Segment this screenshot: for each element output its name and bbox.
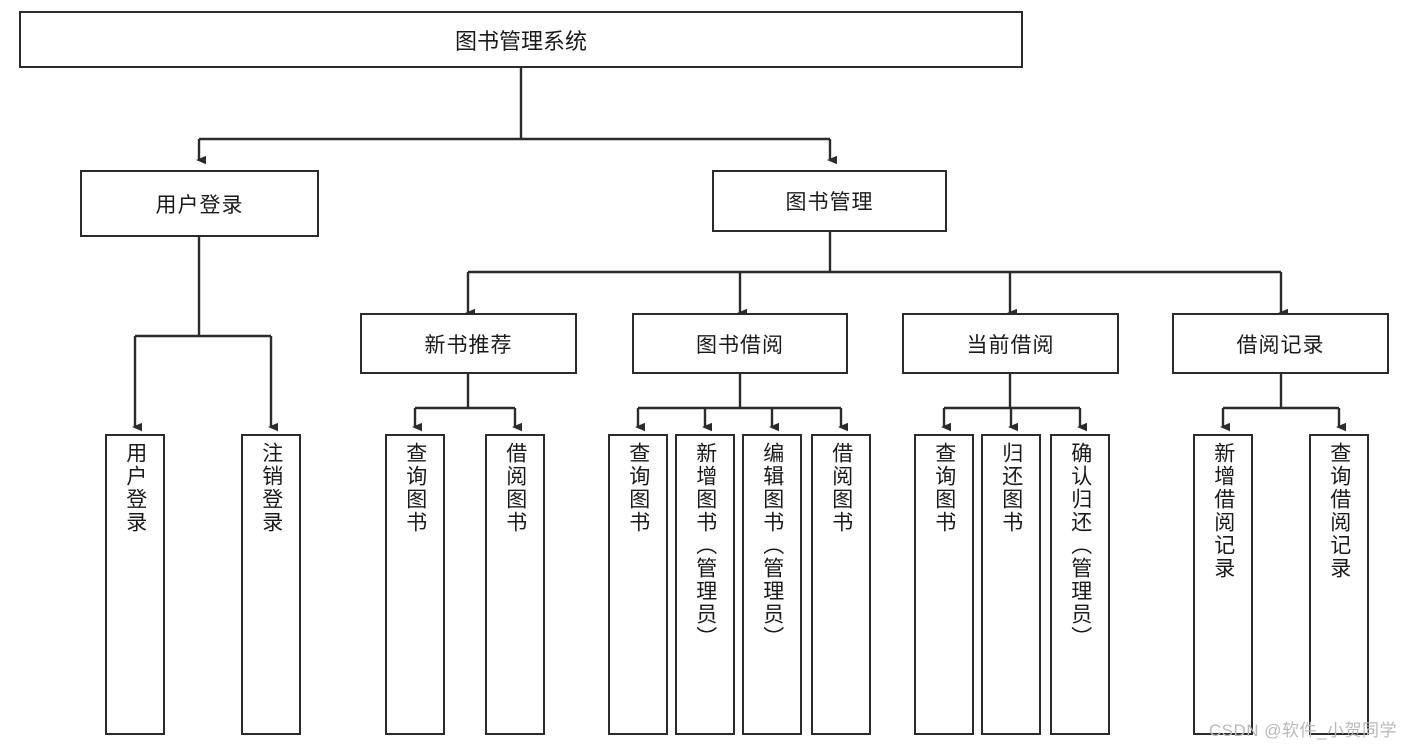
- leaf-label: 借阅图书: [829, 442, 853, 534]
- leaf-user-login-login[interactable]: 用户登录: [105, 434, 165, 735]
- leaf-label: 查询图书: [403, 442, 427, 534]
- leaf-new-book-query[interactable]: 查询图书: [385, 434, 445, 735]
- node-new-book-recommend-label: 新书推荐: [424, 333, 513, 357]
- leaf-borrow-record-add[interactable]: 新增借阅记录: [1193, 434, 1253, 735]
- leaf-current-borrow-query[interactable]: 查询图书: [914, 434, 974, 735]
- leaf-current-borrow-return[interactable]: 归还图书: [981, 434, 1041, 735]
- leaf-current-borrow-confirm-return[interactable]: 确认归还（管理员）: [1050, 434, 1110, 735]
- node-book-management-label: 图书管理: [785, 191, 874, 214]
- node-borrow-record-label: 借阅记录: [1236, 333, 1325, 357]
- node-borrow-record[interactable]: 借阅记录: [1172, 313, 1389, 374]
- leaf-label: 编辑图书（管理员）: [760, 442, 784, 649]
- leaf-borrow-record-query[interactable]: 查询借阅记录: [1309, 434, 1369, 735]
- node-book-borrow-label: 图书借阅: [696, 333, 784, 357]
- leaf-label: 注销登录: [259, 442, 283, 534]
- leaf-label: 新增借阅记录: [1211, 442, 1235, 580]
- leaf-book-borrow-add[interactable]: 新增图书（管理员）: [675, 434, 735, 735]
- node-new-book-recommend[interactable]: 新书推荐: [360, 313, 577, 374]
- node-current-borrow[interactable]: 当前借阅: [902, 313, 1119, 374]
- leaf-label: 用户登录: [123, 442, 147, 534]
- watermark: CSDN @软件_小贺同学: [1208, 721, 1397, 740]
- node-root-title[interactable]: 图书管理系统: [19, 11, 1023, 68]
- leaf-label: 借阅图书: [503, 442, 527, 534]
- leaf-label: 查询图书: [626, 442, 650, 534]
- node-user-login-label: 用户登录: [155, 193, 244, 217]
- leaf-label: 新增图书（管理员）: [693, 442, 717, 649]
- leaf-book-borrow-borrow[interactable]: 借阅图书: [811, 434, 871, 735]
- leaf-user-login-logout[interactable]: 注销登录: [241, 434, 301, 735]
- leaf-label: 归还图书: [999, 442, 1023, 534]
- node-current-borrow-label: 当前借阅: [966, 333, 1055, 357]
- leaf-new-book-borrow[interactable]: 借阅图书: [485, 434, 545, 735]
- leaf-label: 查询借阅记录: [1327, 442, 1351, 580]
- node-root-label: 图书管理系统: [454, 28, 587, 54]
- leaf-label: 查询图书: [932, 442, 956, 534]
- leaf-label: 确认归还（管理员）: [1068, 442, 1092, 649]
- leaf-book-borrow-edit[interactable]: 编辑图书（管理员）: [742, 434, 802, 735]
- node-book-borrow[interactable]: 图书借阅: [632, 313, 848, 374]
- node-book-management[interactable]: 图书管理: [712, 170, 947, 232]
- node-user-login[interactable]: 用户登录: [80, 170, 319, 237]
- leaf-book-borrow-query[interactable]: 查询图书: [608, 434, 668, 735]
